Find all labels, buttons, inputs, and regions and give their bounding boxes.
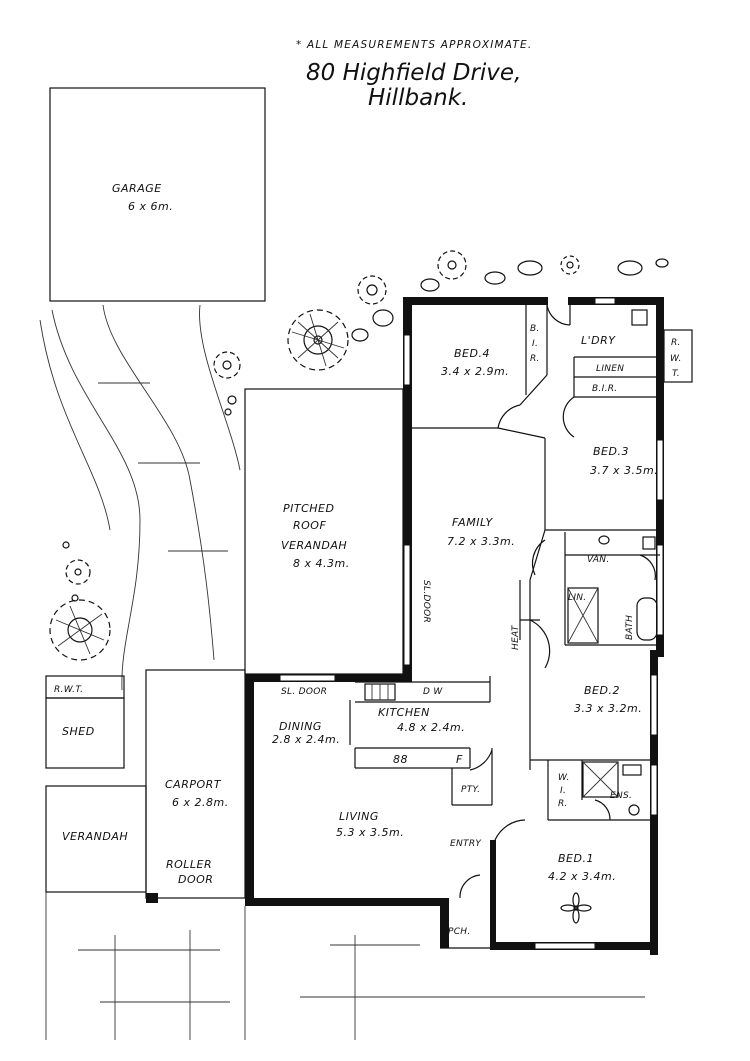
family-size: 7.2 x 3.3m.: [447, 535, 515, 548]
measurement-note: * ALL MEASUREMENTS APPROXIMATE.: [296, 39, 532, 51]
kitchen-size: 4.8 x 2.4m.: [397, 721, 465, 734]
living-size: 5.3 x 3.5m.: [336, 826, 404, 839]
flower-icon: [213, 351, 241, 379]
living-label: LIVING: [339, 810, 379, 823]
garage-outline: [49, 87, 266, 302]
rwt-house-label-3: T.: [672, 369, 680, 379]
verandah-small-outline: [45, 785, 147, 893]
window: [403, 334, 411, 386]
sl-door-dining-label: SL. DOOR: [281, 687, 327, 697]
kitchen-label: KITCHEN: [378, 706, 430, 719]
bed3-size: 3.7 x 3.5m.: [590, 464, 658, 477]
bed1-size: 4.2 x 3.4m.: [548, 870, 616, 883]
flower-icon: [357, 275, 387, 305]
carport-size: 6 x 2.8m.: [172, 796, 229, 809]
pitched-verandah-label-3: VERANDAH: [281, 539, 347, 552]
flower-icon: [287, 309, 349, 371]
dining-size: 2.8 x 2.4m.: [272, 733, 340, 746]
flower-icon: [49, 599, 111, 661]
bir-side-label: B.I.R.: [592, 384, 617, 394]
ceiling-fan-icon: [560, 892, 592, 924]
bed1-label: BED.1: [558, 852, 594, 865]
shed-label: SHED: [62, 725, 95, 738]
window: [656, 544, 664, 636]
wir-label-3: R.: [558, 799, 568, 809]
sl-door-family-label: SL.DOOR: [421, 580, 431, 623]
ens-label: ENS.: [610, 791, 632, 801]
cooktop-label: 88: [393, 753, 408, 766]
window: [650, 674, 658, 736]
interior-walls: [349, 303, 660, 949]
pitched-verandah-size: 8 x 4.3m.: [293, 557, 350, 570]
wir-label-2: I.: [560, 786, 566, 796]
address-line-2: Hillbank.: [368, 85, 468, 111]
flower-icon: [65, 559, 91, 585]
roller-door-label-1: ROLLER: [166, 858, 212, 871]
bed4-label: BED.4: [454, 347, 490, 360]
bir-top-label-1: B.: [530, 324, 540, 334]
window: [650, 764, 658, 816]
family-label: FAMILY: [452, 516, 494, 529]
flower-icon: [560, 255, 580, 275]
bed2-label: BED.2: [584, 684, 620, 697]
address-line-1: 80 Highfield Drive,: [306, 60, 521, 86]
pty-label: PTY.: [461, 785, 480, 795]
window: [656, 439, 664, 501]
window: [403, 544, 411, 666]
linen-label: LINEN: [596, 364, 624, 374]
bed4-size: 3.4 x 2.9m.: [441, 365, 509, 378]
bir-top-label-2: I.: [532, 339, 538, 349]
garage-label: GARAGE: [112, 182, 162, 195]
bed2-size: 3.3 x 3.2m.: [574, 702, 642, 715]
dw-label: D W: [423, 687, 443, 697]
pch-label: PCH.: [448, 927, 471, 937]
heat-label: HEAT: [511, 624, 521, 650]
fixtures: [364, 309, 658, 924]
fridge-label: F: [456, 753, 463, 766]
window: [594, 297, 616, 305]
ldry-label: L'DRY: [581, 334, 616, 347]
rwt-tank-outline: [663, 329, 693, 383]
lin-label: LIN.: [568, 593, 586, 603]
flower-icon: [437, 250, 467, 280]
wir-label-1: W.: [558, 773, 570, 783]
entry-label: ENTRY: [450, 839, 482, 849]
rwt-house-label-1: R.: [671, 338, 681, 348]
garden-plants: [49, 250, 669, 661]
verandah-small-label: VERANDAH: [62, 830, 128, 843]
pitched-verandah-label-2: ROOF: [293, 519, 326, 532]
roller-door-label-2: DOOR: [178, 873, 213, 886]
carport-post: [146, 893, 158, 903]
van-label: VAN.: [587, 555, 610, 565]
dining-label: DINING: [279, 720, 322, 733]
carport-label: CARPORT: [165, 778, 222, 791]
window: [534, 942, 596, 950]
carport-outline: [145, 669, 246, 899]
rwt-shed-label: R.W.T.: [54, 685, 83, 695]
garage-size: 6 x 6m.: [128, 200, 173, 213]
door-swings: [459, 304, 656, 899]
pitched-verandah-label-1: PITCHED: [283, 502, 334, 515]
bath-label: BATH: [625, 615, 635, 640]
window: [279, 674, 336, 682]
house-walls: [245, 297, 664, 955]
shed-outline: [45, 697, 125, 769]
driveway: [39, 304, 241, 691]
rwt-house-label-2: W.: [670, 354, 682, 364]
bed3-label: BED.3: [593, 445, 629, 458]
bir-top-label-3: R.: [530, 354, 540, 364]
